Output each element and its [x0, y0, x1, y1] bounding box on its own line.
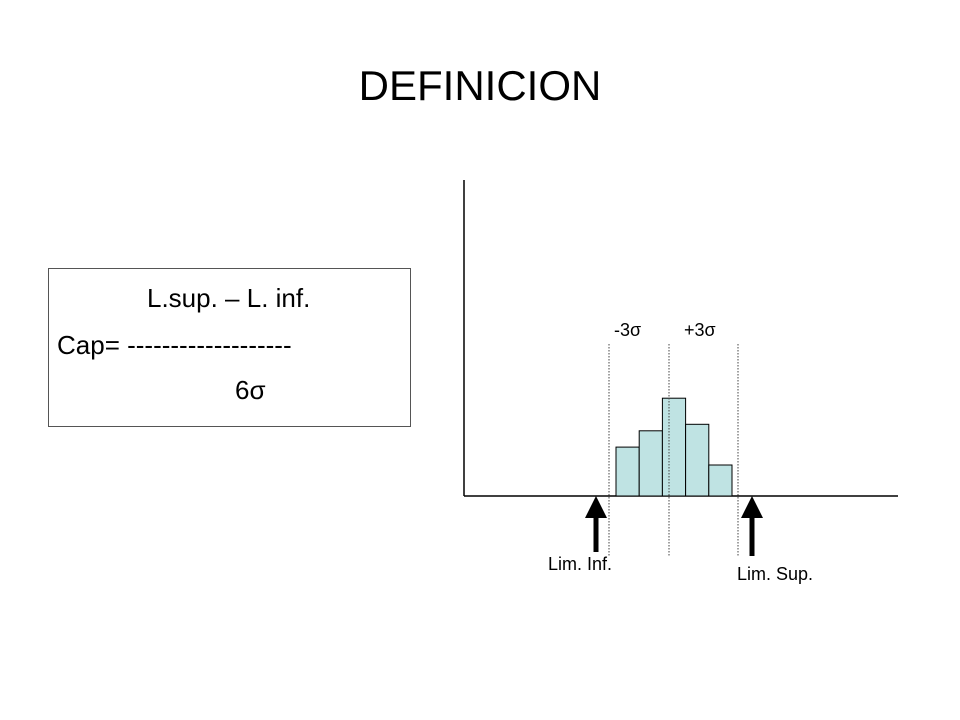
upper-limit-arrow-icon — [741, 496, 763, 556]
formula-denominator: 6σ — [235, 375, 266, 405]
minus-3-sigma-label: -3σ — [614, 320, 641, 340]
formula-cap-line: Cap= ------------------- — [57, 330, 292, 361]
slide-title: DEFINICION — [358, 62, 602, 109]
lower-limit-arrow-icon — [585, 496, 607, 552]
histogram-bar-3 — [661, 397, 687, 497]
formula-numerator: L.sup. – L. inf. — [147, 283, 311, 313]
histogram-bar-1 — [615, 446, 640, 497]
histogram — [615, 397, 733, 497]
upper-limit-label: Lim. Sup. — [737, 564, 813, 584]
lower-limit-label: Lim. Inf. — [548, 554, 612, 574]
formula-fraction-bar: ------------------- — [127, 330, 292, 360]
histogram-bar-2 — [638, 430, 663, 497]
formula-prefix: Cap= — [57, 330, 128, 360]
histogram-bar-5 — [708, 464, 733, 497]
capability-formula-box: L.sup. – L. inf. Cap= ------------------… — [48, 268, 411, 427]
plus-3-sigma-label: +3σ — [684, 320, 716, 340]
histogram-bar-4 — [685, 423, 710, 497]
